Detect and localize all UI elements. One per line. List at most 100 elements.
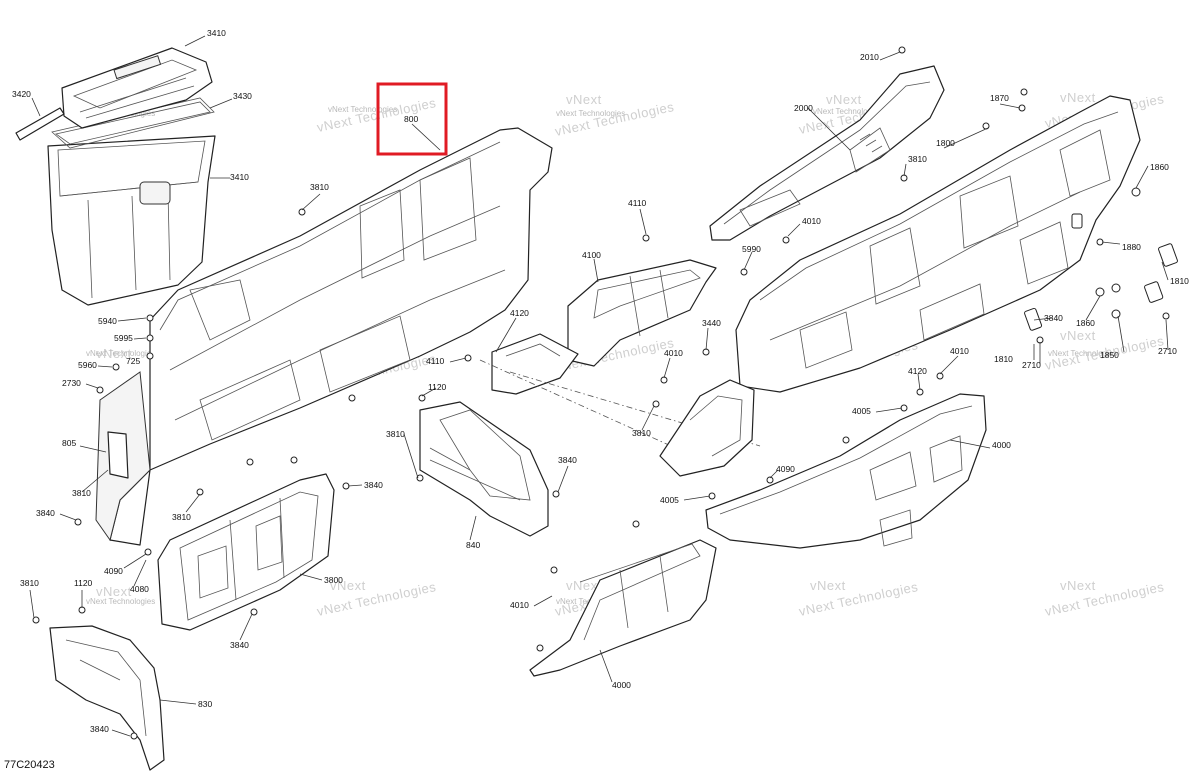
fastener bbox=[146, 314, 154, 322]
callout-4010: 4010 bbox=[510, 600, 529, 610]
fastener bbox=[536, 644, 544, 652]
callout-3810: 3810 bbox=[632, 428, 651, 438]
clip bbox=[1024, 307, 1043, 331]
callout-3810: 3810 bbox=[20, 578, 39, 588]
callout-4010: 4010 bbox=[950, 346, 969, 356]
watermark-text: vNext bbox=[810, 578, 846, 593]
callout-1860: 1860 bbox=[1076, 318, 1095, 328]
callout-4080: 4080 bbox=[130, 584, 149, 594]
panel-4000-upper bbox=[705, 393, 987, 549]
callout-5995: 5995 bbox=[114, 333, 133, 343]
watermark-text: vNext bbox=[566, 92, 602, 107]
fastener bbox=[130, 732, 138, 740]
panel-4000-lower bbox=[529, 539, 717, 677]
storage-bin-handle bbox=[15, 107, 65, 141]
fastener bbox=[144, 548, 152, 556]
watermark-text: vNext bbox=[1060, 328, 1096, 343]
callout-830: 830 bbox=[198, 699, 212, 709]
fastener bbox=[1020, 88, 1028, 96]
callout-4000: 4000 bbox=[992, 440, 1011, 450]
support-bracket bbox=[659, 379, 755, 477]
left-side-panel bbox=[95, 127, 553, 546]
watermark-text: vNext bbox=[1060, 578, 1096, 593]
fastener bbox=[1162, 312, 1170, 320]
callout-3810: 3810 bbox=[386, 429, 405, 439]
callout-3840: 3840 bbox=[1044, 313, 1063, 323]
fastener bbox=[146, 352, 154, 360]
panel-3800 bbox=[157, 473, 335, 631]
watermark-text: vNext Technologies bbox=[86, 597, 155, 606]
duct-assembly-4100 bbox=[479, 259, 761, 469]
callout-1120: 1120 bbox=[74, 578, 93, 588]
fastener bbox=[766, 476, 774, 484]
callout-725: 725 bbox=[126, 356, 140, 366]
callout-2730: 2730 bbox=[62, 378, 81, 388]
highlight-box-800 bbox=[376, 82, 448, 156]
watermark-text: vNext bbox=[330, 578, 366, 593]
watermark-text: vNext bbox=[566, 578, 602, 593]
lower-right-panel-4000 bbox=[529, 393, 987, 677]
watermark-text: vNext Technologies bbox=[86, 349, 155, 358]
callout-3430: 3430 bbox=[233, 91, 252, 101]
fastener bbox=[250, 608, 258, 616]
fastener bbox=[32, 616, 40, 624]
fastener bbox=[982, 122, 990, 130]
callout-2710: 2710 bbox=[1022, 360, 1041, 370]
storage-bin-body bbox=[47, 135, 216, 306]
rail-2000 bbox=[709, 65, 945, 241]
fastener bbox=[842, 436, 850, 444]
clip bbox=[1158, 243, 1178, 267]
callout-4005: 4005 bbox=[852, 406, 871, 416]
storage-bin-assembly bbox=[15, 47, 216, 306]
fastener bbox=[348, 394, 356, 402]
callout-840: 840 bbox=[466, 540, 480, 550]
fastener bbox=[552, 490, 560, 498]
fastener bbox=[1095, 287, 1105, 297]
callout-1860: 1860 bbox=[1150, 162, 1169, 172]
upper-rail-assembly bbox=[709, 65, 945, 241]
clip bbox=[1071, 213, 1083, 229]
fastener bbox=[196, 488, 204, 496]
fastener bbox=[1131, 187, 1141, 197]
fastener bbox=[112, 363, 120, 371]
callout-3410: 3410 bbox=[230, 172, 249, 182]
rear-corner-trim-830 bbox=[49, 625, 165, 771]
callout-4120: 4120 bbox=[510, 308, 529, 318]
callout-2010: 2010 bbox=[860, 52, 879, 62]
watermark-text: vNext Technologies bbox=[316, 95, 438, 135]
callout-3410: 3410 bbox=[207, 28, 226, 38]
main-panel-1800 bbox=[735, 95, 1141, 393]
center-brace-840 bbox=[419, 401, 549, 537]
callout-3420: 3420 bbox=[12, 89, 31, 99]
callout-4120: 4120 bbox=[908, 366, 927, 376]
fastener bbox=[782, 236, 790, 244]
storage-bin-latch bbox=[139, 181, 171, 205]
bracket-support bbox=[659, 379, 755, 477]
bracket-4120 bbox=[491, 333, 579, 395]
duct-4100 bbox=[567, 259, 717, 367]
fastener bbox=[1111, 283, 1121, 293]
callout-3440: 3440 bbox=[702, 318, 721, 328]
callout-3840: 3840 bbox=[36, 508, 55, 518]
fastener bbox=[740, 268, 748, 276]
callout-800: 800 bbox=[404, 114, 418, 124]
watermark-text: vNext Technologies bbox=[813, 107, 882, 116]
watermark-text: vNext bbox=[96, 346, 132, 361]
watermark-text: vNext Technologies bbox=[556, 109, 625, 118]
callout-4110: 4110 bbox=[426, 356, 445, 366]
callout-1810: 1810 bbox=[994, 354, 1013, 364]
watermark-text: vNext bbox=[1060, 90, 1096, 105]
fastener bbox=[550, 566, 558, 574]
callout-2710: 2710 bbox=[1158, 346, 1177, 356]
callout-1850: 1850 bbox=[1100, 350, 1119, 360]
callout-4100: 4100 bbox=[582, 250, 601, 260]
watermark-text: vNext Technologies bbox=[328, 105, 397, 114]
callout-4110: 4110 bbox=[628, 198, 647, 208]
bracket-805 bbox=[107, 431, 129, 479]
callout-4010: 4010 bbox=[802, 216, 821, 226]
fastener bbox=[418, 394, 426, 402]
callout-3840: 3840 bbox=[558, 455, 577, 465]
callout-3810: 3810 bbox=[310, 182, 329, 192]
callout-5990: 5990 bbox=[742, 244, 761, 254]
callout-3840: 3840 bbox=[90, 724, 109, 734]
